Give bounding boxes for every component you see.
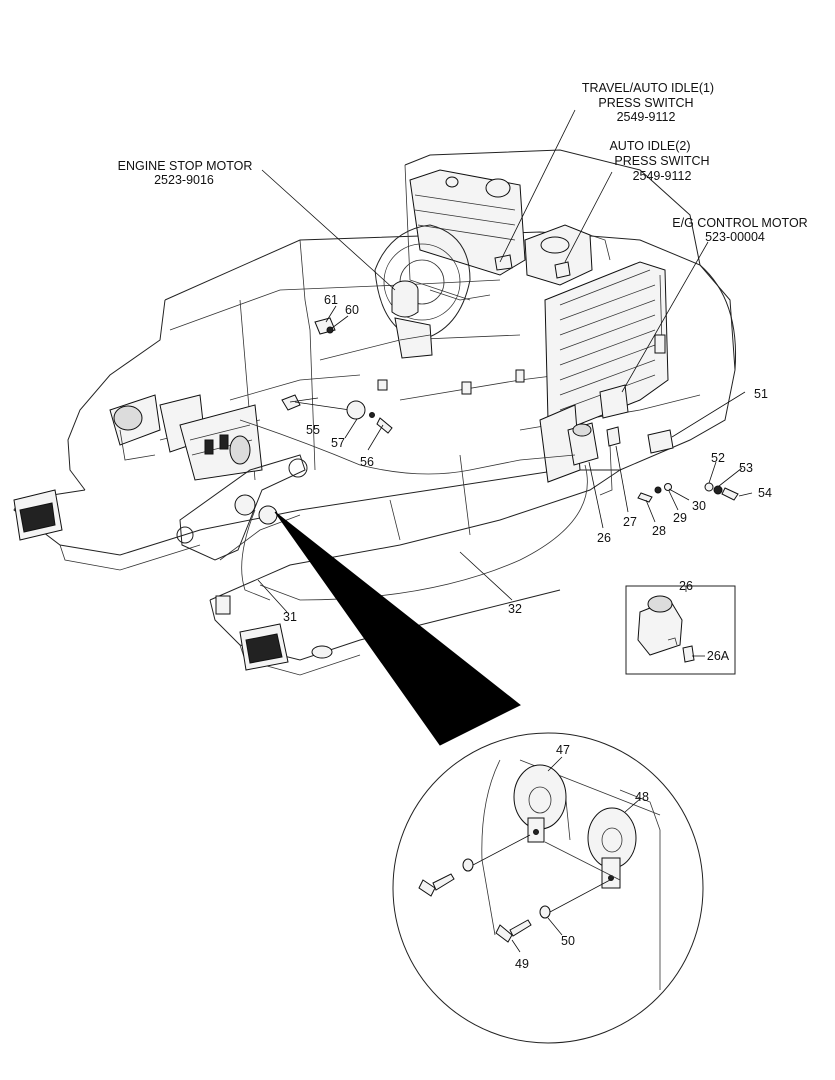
auto-idle-2-switch-callout: AUTO IDLE(2) PRESS SWITCH 2549-9112 [609, 139, 709, 183]
part-number: 52 [711, 451, 725, 465]
bolt-upper [418, 873, 455, 897]
part-number: 49 [515, 957, 529, 971]
callout-line: 2549-9112 [633, 169, 692, 183]
part-number: 30 [692, 499, 706, 513]
valve-block [109, 394, 263, 481]
part-number: 56 [360, 455, 374, 469]
part-number: 27 [623, 515, 637, 529]
part-number: 60 [345, 303, 359, 317]
callout-line: PRESS SWITCH [614, 154, 709, 168]
part-number: 57 [331, 436, 345, 450]
leader-lines [257, 109, 753, 953]
part-number: 48 [635, 790, 649, 804]
callout-line: ENGINE STOP MOTOR [118, 159, 253, 173]
part-number-labels: 61 60 55 57 56 51 52 53 54 29 30 28 27 2… [283, 293, 772, 971]
part-number: 26A [707, 649, 730, 663]
bolt-49 [495, 919, 532, 943]
eg-control-motor-callout: E/G CONTROL MOTOR 523-00004 [672, 216, 807, 244]
part-number: 51 [754, 387, 768, 401]
small-components [239, 254, 739, 601]
part-number: 55 [306, 423, 320, 437]
part-number: 32 [508, 602, 522, 616]
part-number: 28 [652, 524, 666, 538]
part-number: 54 [758, 486, 772, 500]
part-number: 29 [673, 511, 687, 525]
detail-pointer [274, 511, 521, 746]
horn-48 [587, 807, 637, 889]
part-number: 47 [556, 743, 570, 757]
detail-circle [392, 732, 704, 1044]
part-number: 26 [597, 531, 611, 545]
inset-26-box [625, 585, 736, 675]
callout-line: PRESS SWITCH [598, 96, 693, 110]
horn-47 [513, 764, 567, 843]
callout-line: 2523-9016 [154, 173, 214, 187]
callout-line: 523-00004 [705, 230, 765, 244]
part-number: 61 [324, 293, 338, 307]
engine-stop-motor-callout: ENGINE STOP MOTOR 2523-9016 [118, 159, 253, 187]
travel-auto-idle-switch-callout: TRAVEL/AUTO IDLE(1) PRESS SWITCH 2549-91… [582, 81, 714, 124]
callout-line: TRAVEL/AUTO IDLE(1) [582, 81, 714, 95]
engine-stop-motor-part [391, 280, 433, 359]
callout-line: 2549-9112 [617, 110, 676, 124]
engine-assembly [374, 169, 669, 483]
horn-mount-area [13, 454, 333, 671]
part-number: 31 [283, 610, 297, 624]
part-number: 26 [679, 579, 693, 593]
part-number: 53 [739, 461, 753, 475]
callout-line: E/G CONTROL MOTOR [672, 216, 807, 230]
callout-line: AUTO IDLE(2) [609, 139, 690, 153]
part-number: 50 [561, 934, 575, 948]
